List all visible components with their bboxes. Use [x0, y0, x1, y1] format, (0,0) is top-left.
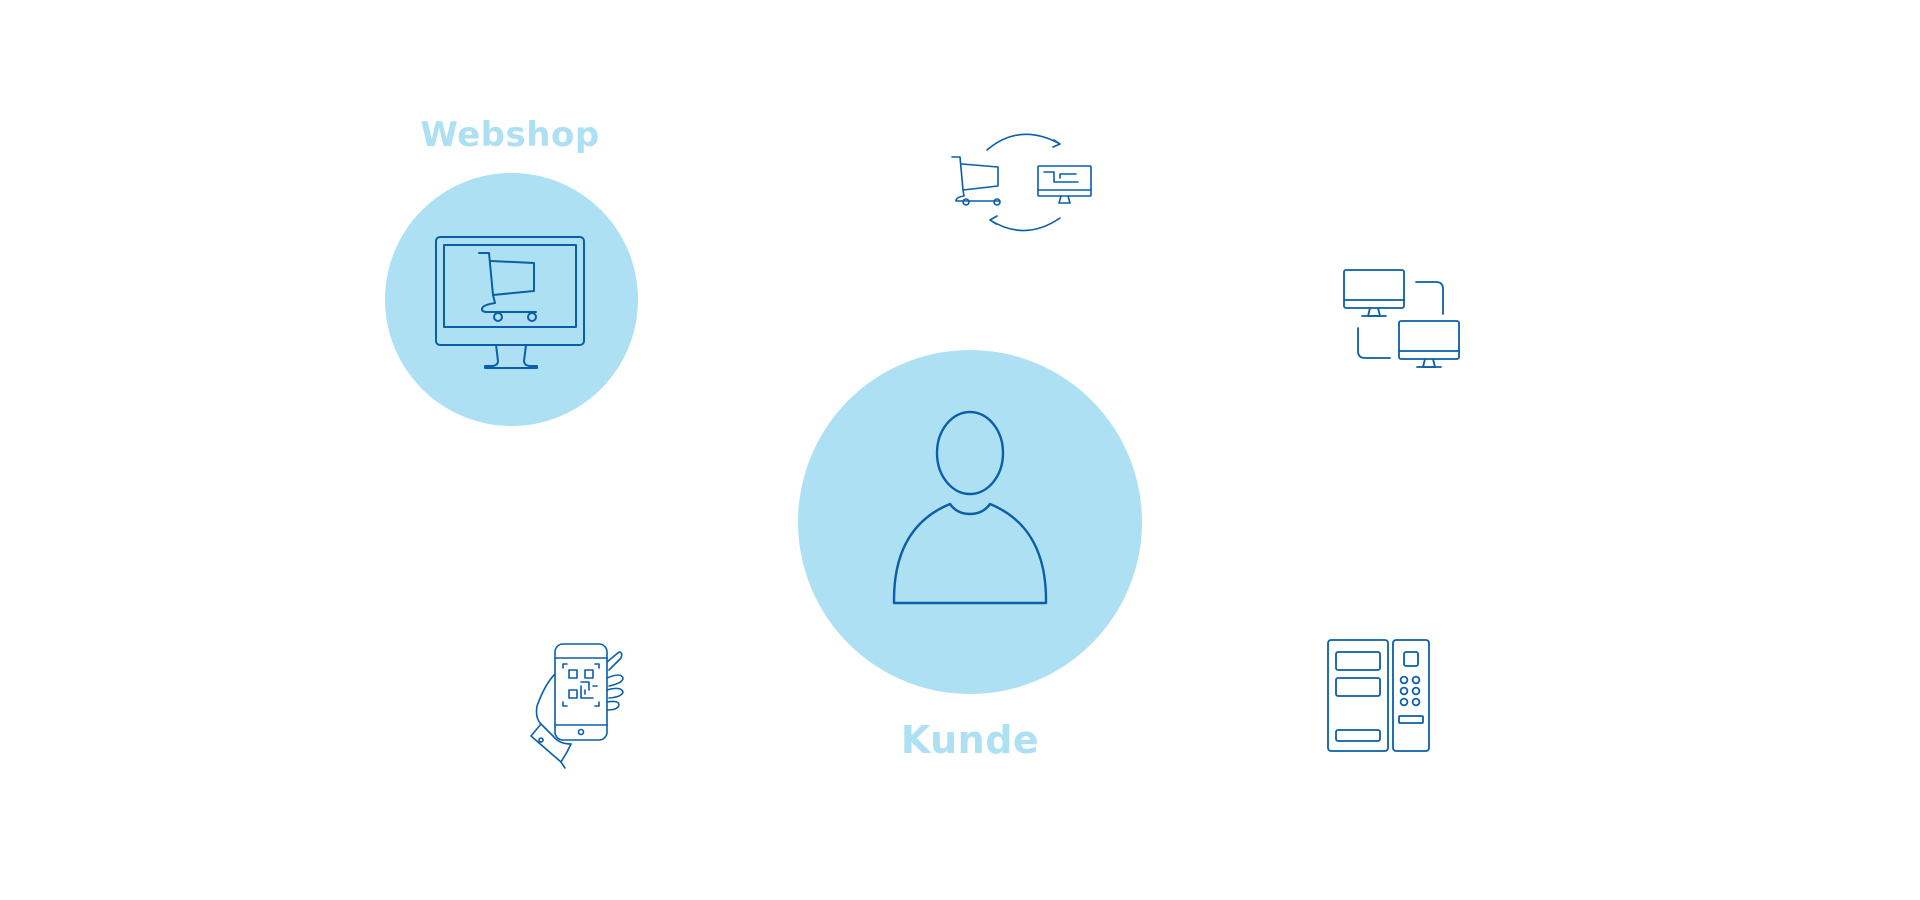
sync-arrow-top-icon — [987, 134, 1060, 150]
webshop-label: Webshop — [420, 115, 600, 155]
customer-label: Kunde — [900, 718, 1040, 762]
cart-monitor-sync-icon — [950, 130, 1100, 240]
phone-qr-code-icon — [525, 640, 625, 770]
monitor-shopping-cart-icon — [435, 235, 587, 370]
webshop-circle — [385, 173, 638, 426]
person-icon — [892, 410, 1048, 606]
customer-circle — [798, 350, 1142, 694]
sync-arrow-bottom-icon — [990, 216, 1060, 231]
vending-terminal-icon — [1326, 638, 1432, 753]
connected-monitors-icon — [1342, 268, 1470, 373]
